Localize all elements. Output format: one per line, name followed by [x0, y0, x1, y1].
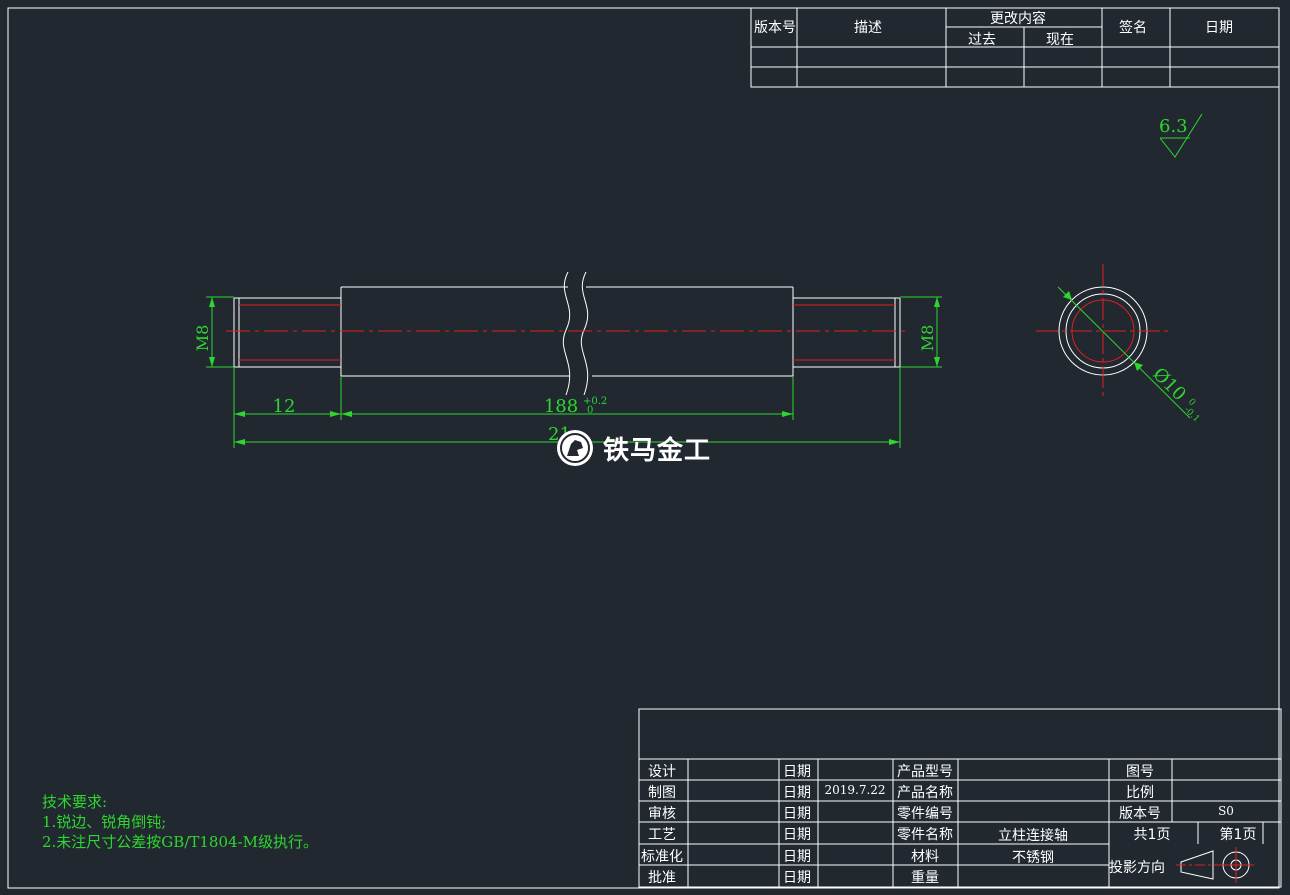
tb-projection-label: 投影方向: [1109, 860, 1165, 876]
tech-req-item-2: 2.未注尺寸公差按GB/T1804-M级执行。: [42, 833, 318, 851]
tb-drawing-label: 制图: [648, 785, 676, 801]
sheet-border: [7, 7, 1280, 889]
horse-logo-icon: [557, 430, 593, 466]
tb-date-label: 日期: [783, 870, 811, 886]
tb-review-label: 审核: [648, 806, 676, 822]
tb-total-pages: 共1页: [1133, 827, 1171, 843]
title-block-grid: [638, 708, 1282, 888]
rev-date-header: 日期: [1205, 20, 1233, 36]
tech-req-item-1: 1.锐边、锐角倒钝;: [42, 813, 167, 831]
tb-date-label: 日期: [783, 785, 811, 801]
tb-product-model-label: 产品型号: [897, 764, 953, 780]
tb-part-name-value: 立柱连接轴: [998, 828, 1068, 844]
tb-process-label: 工艺: [648, 827, 676, 843]
watermark-logo: 铁马金工: [555, 428, 711, 468]
thread-right-label: M8: [918, 325, 937, 352]
tb-standardization-label: 标准化: [641, 849, 683, 865]
tb-weight-label: 重量: [911, 870, 939, 886]
tb-drawing-no-label: 图号: [1126, 764, 1154, 780]
tb-part-number-label: 零件编号: [897, 806, 953, 822]
rev-version-header: 版本号: [754, 20, 796, 36]
diameter-tol-lower: -0.1: [1182, 405, 1201, 424]
tb-approval-label: 批准: [648, 870, 676, 886]
tb-product-name-label: 产品名称: [897, 785, 953, 801]
watermark-text: 铁马金工: [603, 435, 712, 466]
revision-table-grid: [750, 7, 1280, 88]
tb-material-label: 材料: [911, 849, 939, 865]
projection-symbol: [1176, 847, 1254, 883]
diameter-label: Ø10: [1148, 364, 1189, 405]
tb-design-label: 设计: [648, 764, 676, 780]
rev-past-header: 过去: [968, 32, 996, 48]
tb-material-value: 不锈钢: [1012, 850, 1054, 866]
diameter-tol-upper: 0: [1186, 397, 1197, 408]
diameter-arrows: [1063, 291, 1143, 371]
middle-length-label: 188: [544, 396, 578, 417]
tech-req-title: 技术要求:: [42, 793, 108, 811]
shaft-front-view: [226, 271, 908, 396]
thread-length-label: 12: [273, 396, 296, 417]
tb-drawing-date: 2019.7.22: [824, 783, 886, 797]
rev-description-header: 描述: [854, 20, 882, 36]
tb-scale-label: 比例: [1126, 785, 1154, 801]
rev-signature-header: 签名: [1119, 20, 1147, 36]
dimension-arrows: [209, 297, 940, 445]
rev-change-header: 更改内容: [990, 11, 1046, 27]
tb-part-name-label: 零件名称: [897, 827, 953, 843]
tb-version-label: 版本号: [1119, 806, 1161, 822]
middle-tol-lower: 0: [587, 405, 593, 416]
tb-version-value: S0: [1218, 804, 1234, 818]
tb-date-label: 日期: [783, 806, 811, 822]
tb-page-number: 第1页: [1219, 827, 1257, 843]
dimension-lines: [206, 296, 942, 448]
tb-date-label: 日期: [783, 849, 811, 865]
middle-tol-upper: +0.2: [583, 396, 607, 407]
tb-date-label: 日期: [783, 764, 811, 780]
shaft-side-view: [1036, 264, 1191, 419]
thread-left-label: M8: [193, 325, 212, 352]
roughness-symbol: [1159, 113, 1203, 158]
roughness-value: 6.3: [1159, 116, 1188, 137]
tb-date-label: 日期: [783, 827, 811, 843]
rev-current-header: 现在: [1046, 32, 1074, 48]
